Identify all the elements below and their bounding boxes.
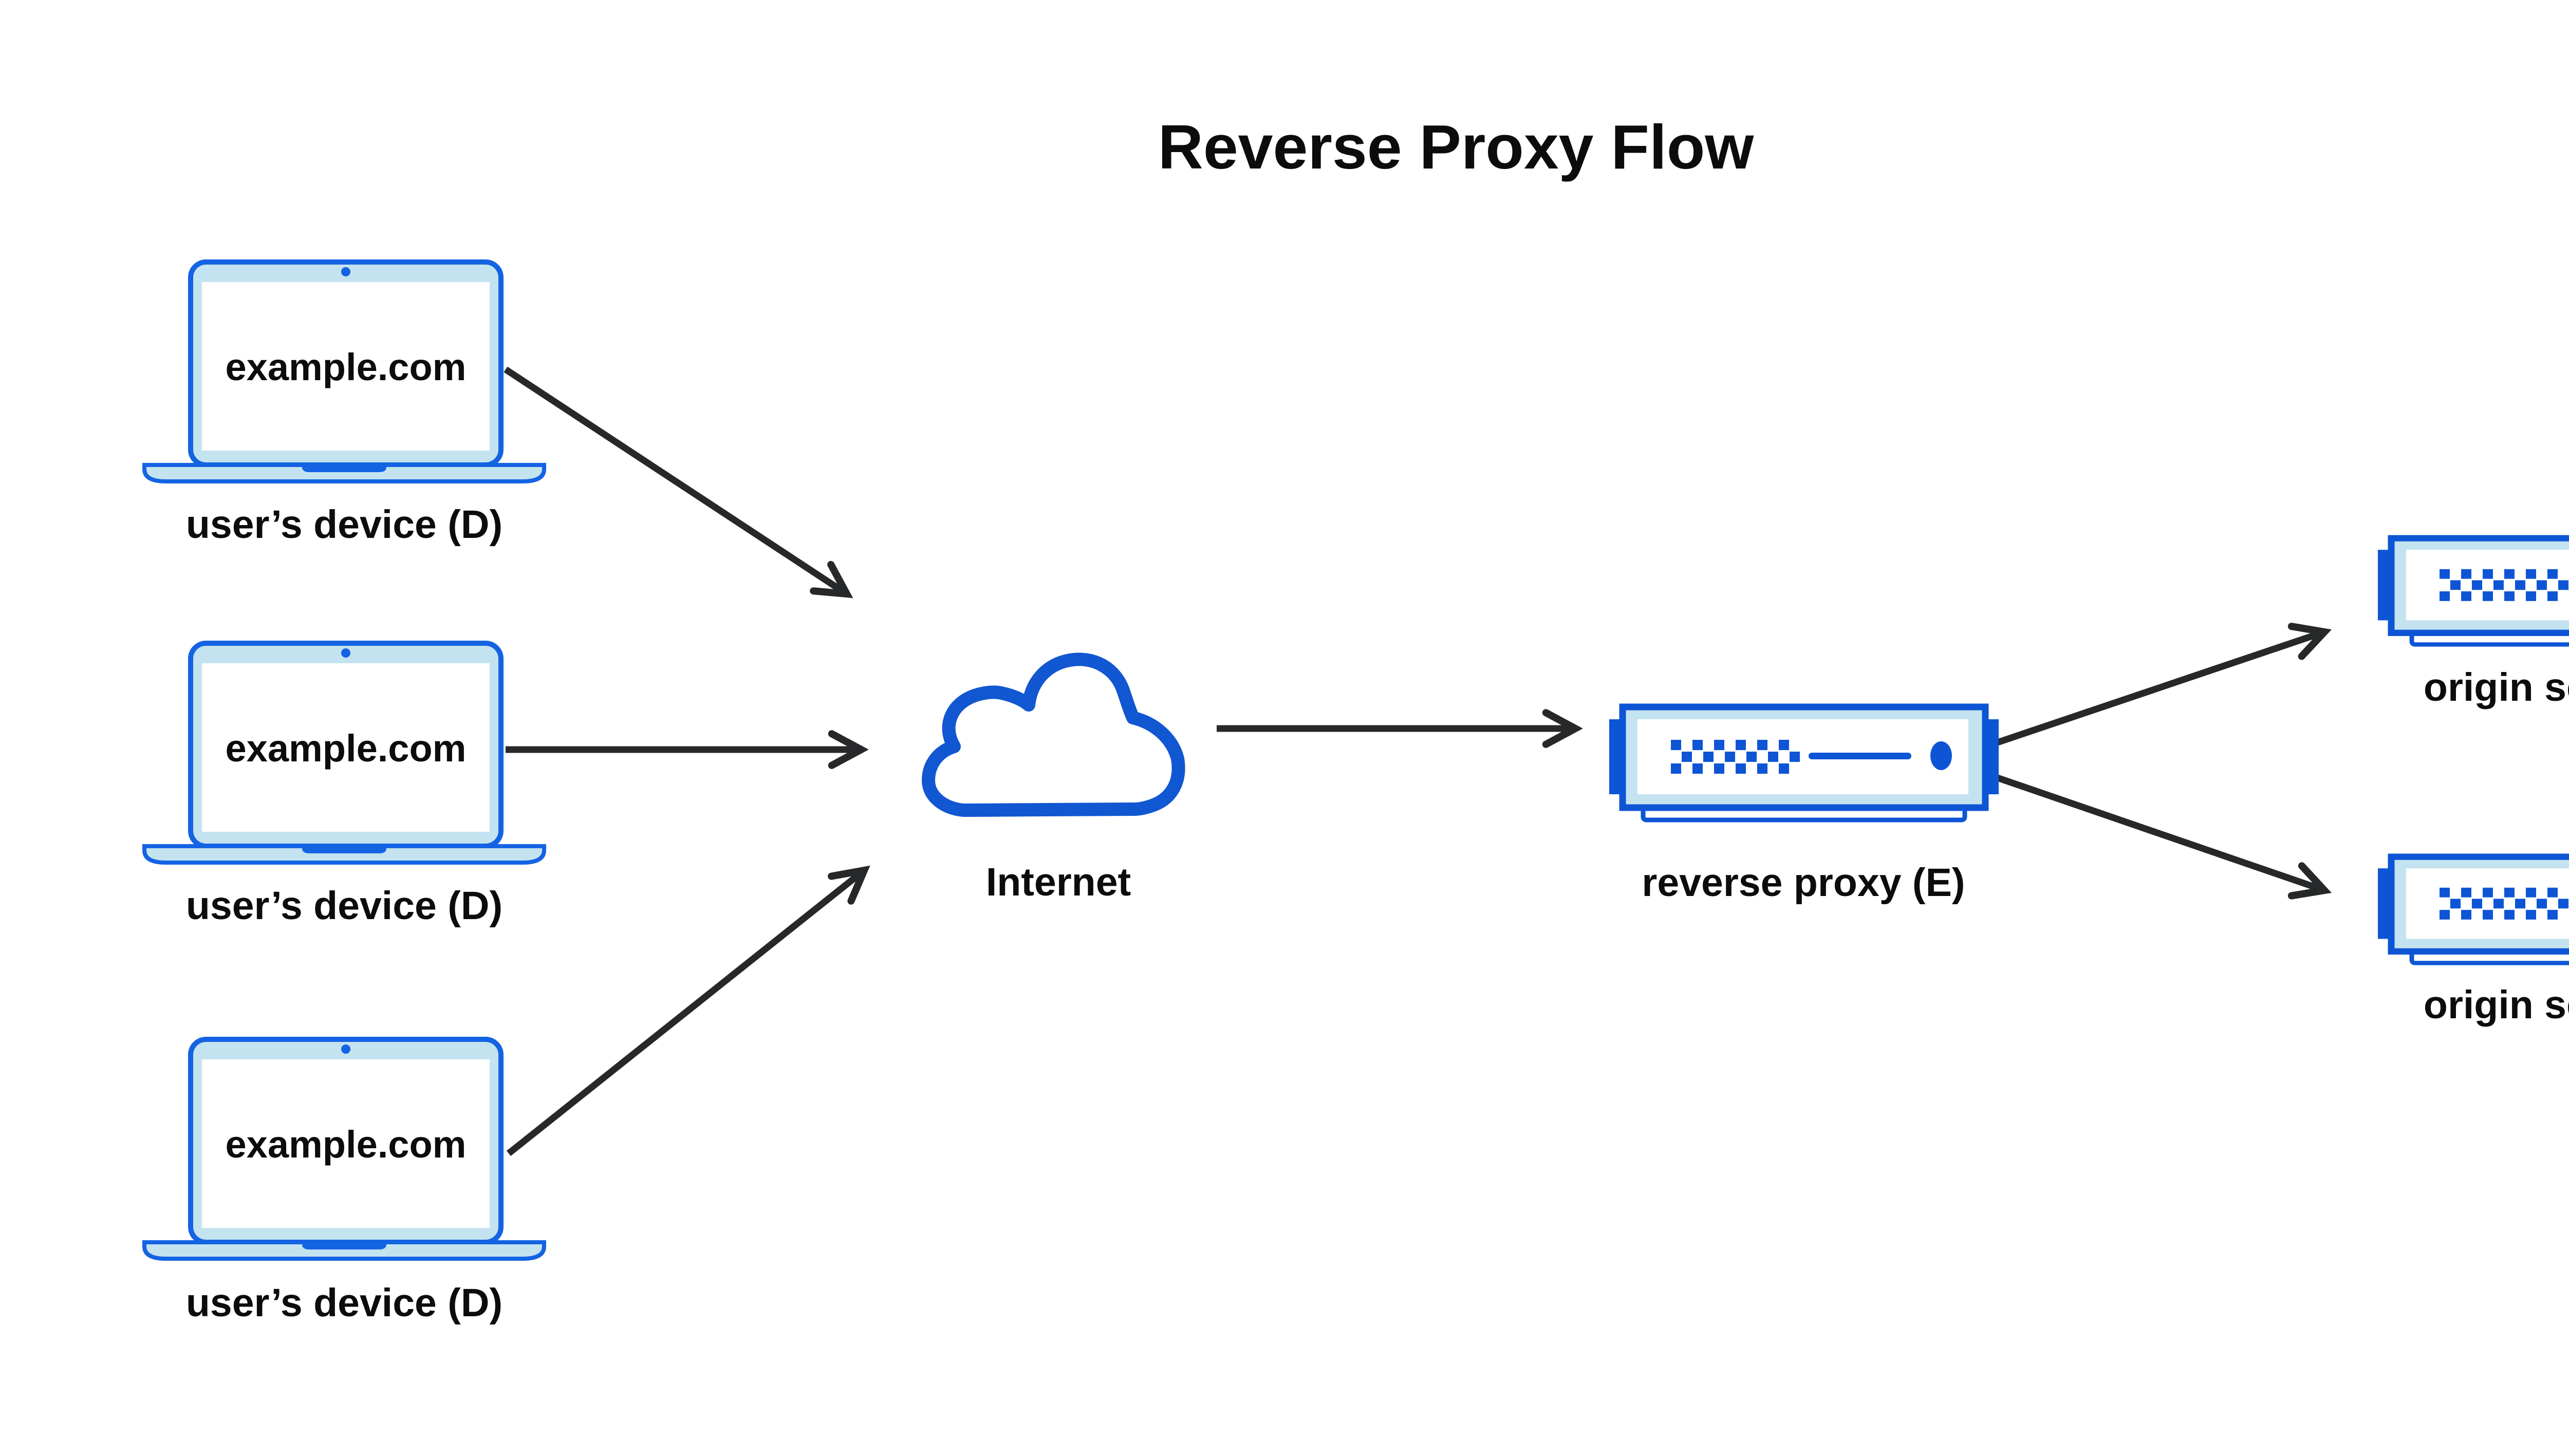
device-screen-text-2: example.com <box>225 727 467 770</box>
arrow-device3-internet <box>506 865 870 1156</box>
device-screen-text-3: example.com <box>225 1123 467 1166</box>
origin-server-label-1: origin server (F) <box>2423 665 2569 710</box>
device-label-2: user’s device (D) <box>185 884 503 928</box>
device-screen-text-1: example.com <box>225 346 467 388</box>
origin-server-icon-1 <box>2378 538 2569 645</box>
arrow-device1-internet <box>504 366 853 599</box>
device-label-1: user’s device (D) <box>185 502 503 547</box>
arrow-proxy-origin2 <box>1993 773 2332 900</box>
device-label-3: user’s device (D) <box>185 1281 503 1325</box>
origin-server-icon-2 <box>2378 857 2569 963</box>
reverse-proxy-icon <box>1609 707 1999 820</box>
reverse-proxy-label: reverse proxy (E) <box>1642 861 1965 905</box>
page-title: Reverse Proxy Flow <box>1158 112 1754 182</box>
origin-server-label-2: origin server (F) <box>2423 983 2569 1027</box>
arrow-proxy-origin1 <box>1993 623 2332 747</box>
internet-label: Internet <box>985 860 1131 904</box>
internet-cloud-icon <box>922 652 1185 817</box>
